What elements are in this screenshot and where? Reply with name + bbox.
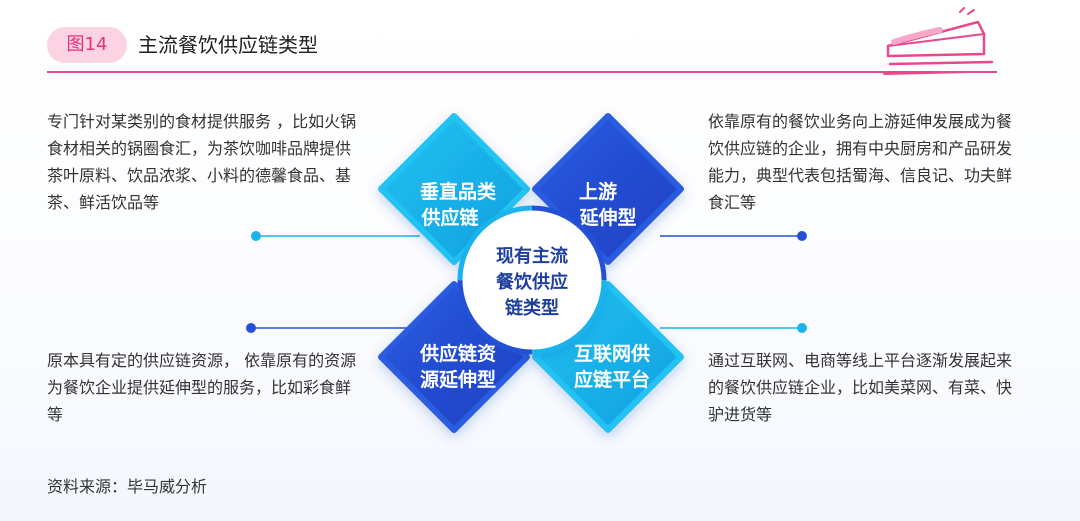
connector-top-right bbox=[660, 231, 807, 241]
cake-slice-icon bbox=[883, 7, 994, 75]
quadrant-label-upstream-extension-line1: 上游 bbox=[579, 180, 617, 203]
quadrant-label-resource-extension-line1: 供应链资 bbox=[419, 342, 496, 365]
source-note: 资料来源：毕马威分析 bbox=[47, 477, 208, 496]
quadrant-label-vertical-category-line2: 供应链 bbox=[420, 206, 478, 229]
connector-bottom-left bbox=[246, 323, 420, 333]
quadrant-label-upstream-extension-line2: 延伸型 bbox=[578, 206, 636, 229]
quadrant-label-vertical-category-line1: 垂直品类 bbox=[420, 180, 496, 203]
description-internet-platform: 通过互联网、电商等线上平台逐渐发展起来的餐饮供应链企业，比如美菜网、有菜、快驴进… bbox=[708, 351, 1013, 424]
center-hub bbox=[457, 205, 607, 355]
figure-title: 主流餐饮供应链类型 bbox=[138, 33, 318, 57]
center-label-line1: 现有主流 bbox=[496, 245, 568, 267]
quadrant-label-resource-extension-line2: 源延伸型 bbox=[420, 368, 496, 391]
description-resource-extension: 原本具有定的供应链资源， 依靠原有的资源为餐饮企业提供延伸型的服务，比如彩食鲜等 bbox=[47, 351, 357, 424]
center-label-line3: 链类型 bbox=[505, 297, 559, 319]
figure-badge: 图14 bbox=[47, 27, 127, 63]
connector-top-left bbox=[251, 231, 420, 241]
center-label-line2: 餐饮供应 bbox=[495, 271, 568, 293]
quadrant-label-internet-platform-line1: 互联网供 bbox=[574, 342, 650, 365]
description-upstream-extension: 依靠原有的餐饮业务向上游延伸发展成为餐饮供应链的企业，拥有中央厨房和产品研发能力… bbox=[708, 112, 1013, 212]
connector-bottom-right bbox=[660, 323, 807, 333]
quadrant-label-internet-platform-line2: 应链平台 bbox=[574, 368, 650, 391]
description-vertical-category: 专门针对某类别的食材提供服务 ，比如火锅食材相关的锅圈食汇，为茶饮咖啡品牌提供茶… bbox=[47, 112, 357, 212]
title-divider bbox=[47, 71, 997, 73]
